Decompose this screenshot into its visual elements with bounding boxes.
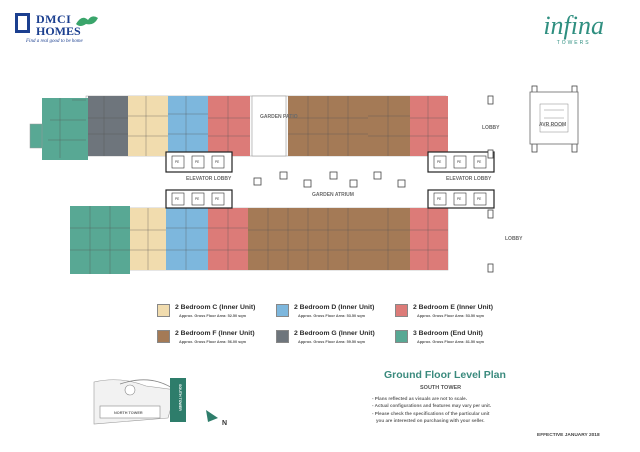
unit-2e-top-right (410, 96, 448, 156)
legend-area: Approx. Gross Floor Area: 53.50 sqm (417, 314, 484, 318)
compass-arrow-icon (206, 410, 218, 422)
legend-item-2br-d: 2 Bedroom D (Inner Unit) Approx. Gross F… (276, 304, 388, 326)
elevator-tag: PE (437, 160, 441, 164)
logo-leaf-icon (76, 16, 98, 26)
legend-area: Approx. Gross Floor Area: 81.50 sqm (417, 340, 484, 344)
unit-3br-top (42, 98, 88, 160)
bottom-wing-partitions (70, 206, 448, 274)
unit-3br-bottom (70, 206, 130, 274)
unit-2f-top-b (368, 96, 410, 156)
compass-label: N (222, 420, 227, 427)
bottom-wing (70, 206, 449, 274)
garden-patio-label: GARDEN PATIO (260, 114, 298, 120)
legend-swatch (276, 304, 289, 317)
note-item: - Actual configurations and features may… (372, 403, 492, 409)
legend-swatch (395, 330, 408, 343)
left-elevator-core (165, 151, 233, 209)
plan-title: Ground Floor Level Plan (384, 369, 506, 381)
lobby-top-label: LOBBY (482, 125, 500, 131)
elevator-tag: PE (437, 197, 441, 201)
infina-wordmark: infina (543, 11, 604, 40)
elevator-lobby-right-label: ELEVATOR LOBBY (446, 176, 492, 182)
logo-text-dmci: DMCI (36, 12, 72, 26)
legend-item-3br: 3 Bedroom (End Unit) Approx. Gross Floor… (395, 330, 507, 352)
lobby-bottom-label: LOBBY (505, 236, 523, 242)
elevator-tag: PE (457, 160, 461, 164)
top-wing (29, 95, 448, 160)
elevator-tag: PE (215, 160, 219, 164)
south-tower-shape (170, 378, 186, 422)
legend-item-2br-f: 2 Bedroom F (Inner Unit) Approx. Gross F… (157, 330, 269, 352)
elevator-tag: PE (195, 197, 199, 201)
elevator-lobby-left-label: ELEVATOR LOBBY (186, 176, 232, 182)
elevator-tags: PE PE PE PE PE PE PE PE PE PE PE PE (175, 160, 481, 201)
site-key-map: NORTH TOWER SOUTH TOWER N (93, 378, 227, 427)
atrium-columns (253, 171, 406, 188)
plan-subtitle: SOUTH TOWER (420, 385, 462, 391)
legend-area: Approx. Gross Floor Area: 56.00 sqm (179, 340, 246, 344)
logo-square-icon (15, 13, 30, 33)
logo-text-homes: HOMES (36, 24, 81, 38)
top-wing-partitions (48, 96, 448, 158)
legend-item-2br-e: 2 Bedroom E (Inner Unit) Approx. Gross F… (395, 304, 507, 326)
dmci-homes-logo: DMCI HOMES Find a real good to be home (14, 10, 120, 50)
unit-2e-top-left (208, 96, 250, 156)
legend-name: 2 Bedroom G (Inner Unit) (294, 330, 375, 337)
unit-2d-top (168, 96, 208, 156)
unit-2d-bottom (166, 208, 208, 270)
logo-tagline: Find a real good to be home (26, 39, 83, 44)
right-elevator-core (427, 151, 495, 209)
elevator-tag: PE (175, 197, 179, 201)
south-tower-label: SOUTH TOWER (178, 384, 182, 411)
legend-swatch (395, 304, 408, 317)
lobby-columns (487, 85, 578, 273)
floor-plan: GARDEN PATIO (29, 85, 579, 274)
note-item: - Plans reflected as visuals are not to … (372, 396, 467, 401)
garden-patio-area (251, 95, 287, 157)
notes-list: - Plans reflected as visuals are not to … (372, 395, 491, 425)
unit-3br-top-balcony (29, 123, 43, 149)
legend-area: Approx. Gross Floor Area: 53.50 sqm (298, 314, 365, 318)
avr-room-label: AVR ROOM (539, 122, 566, 128)
legend-name: 2 Bedroom C (Inner Unit) (175, 304, 256, 311)
elevator-tag: PE (215, 197, 219, 201)
garden-atrium-label: GARDEN ATRIUM (312, 192, 354, 198)
elevator-tag: PE (457, 197, 461, 201)
legend-name: 2 Bedroom D (Inner Unit) (294, 304, 375, 311)
legend-swatch (276, 330, 289, 343)
infina-sub: TOWERS (556, 40, 591, 46)
legend-item-2br-c: 2 Bedroom C (Inner Unit) Approx. Gross F… (157, 304, 269, 326)
legend-name: 3 Bedroom (End Unit) (413, 330, 483, 337)
legend-name: 2 Bedroom E (Inner Unit) (413, 304, 494, 311)
effective-date: EFFECTIVE JANUARY 2018 (537, 433, 600, 438)
elevator-tag: PE (477, 160, 481, 164)
avr-room (529, 91, 579, 145)
elevator-tag: PE (175, 160, 179, 164)
legend-swatch (157, 304, 170, 317)
unit-2c-top (128, 96, 168, 156)
legend-area: Approx. Gross Floor Area: 59.50 sqm (298, 340, 365, 344)
unit-2e-bottom-right (410, 208, 448, 270)
infina-logo: infina TOWERS (543, 11, 604, 47)
legend-item-2br-g: 2 Bedroom G (Inner Unit) Approx. Gross F… (276, 330, 388, 352)
north-tower-shape (99, 405, 161, 419)
legend-name: 2 Bedroom F (Inner Unit) (175, 330, 255, 337)
legend-swatch (157, 330, 170, 343)
elevator-tag: PE (477, 197, 481, 201)
elevator-tag: PE (195, 160, 199, 164)
note-item: - Please check the specifications of the… (372, 410, 490, 416)
legend-area: Approx. Gross Floor Area: 52.50 sqm (179, 314, 246, 318)
unit-2f-bottom-b (368, 208, 410, 270)
unit-2g-top (88, 96, 128, 156)
north-tower-label: NORTH TOWER (114, 411, 143, 415)
note-item: you are interested on purchasing with yo… (376, 418, 485, 424)
